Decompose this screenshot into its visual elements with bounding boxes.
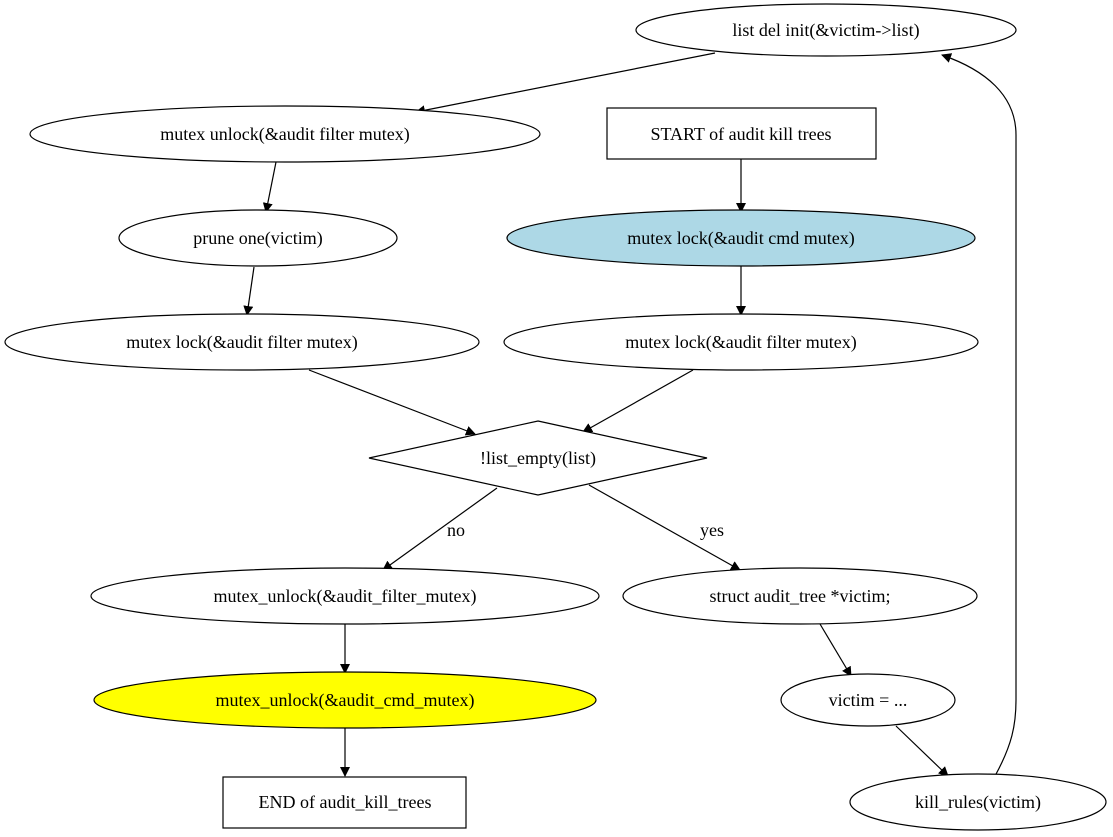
edge-lock-filter-right-to-cond — [582, 369, 694, 433]
node-mutex-lock-filter-left-label: mutex lock(&audit filter mutex) — [126, 332, 357, 353]
node-mutex-lock-cmd-label: mutex lock(&audit cmd mutex) — [627, 228, 854, 249]
node-kill-rules: kill_rules(victim) — [849, 773, 1107, 831]
node-start: START of audit kill trees — [606, 107, 877, 160]
edge-list-del-to-unlock-filter — [415, 52, 716, 116]
edge-label-no: no — [447, 520, 465, 540]
node-victim-assign-label: victim = ... — [829, 690, 908, 710]
node-kill-rules-label: kill_rules(victim) — [915, 792, 1041, 813]
edge-struct-victim-to-victim-assign — [819, 623, 852, 677]
node-mutex-unlock-filter-bottom-label: mutex_unlock(&audit_filter_mutex) — [214, 586, 477, 607]
node-mutex-unlock-cmd: mutex_unlock(&audit_cmd_mutex) — [93, 671, 597, 729]
node-condition-list-empty: !list_empty(list) — [368, 420, 708, 496]
node-struct-audit-tree-victim: struct audit_tree *victim; — [622, 567, 978, 625]
node-prune-one-label: prune one(victim) — [193, 228, 322, 249]
node-end: END of audit_kill_trees — [222, 776, 467, 829]
node-mutex-lock-filter-right-label: mutex lock(&audit filter mutex) — [625, 332, 856, 353]
node-mutex-lock-filter-right: mutex lock(&audit filter mutex) — [503, 313, 979, 371]
node-list-del-init-label: list del init(&victim->list) — [732, 20, 919, 41]
edge-kill-rules-to-list-del-loop — [941, 53, 1017, 777]
edge-prune-to-lock-filter-left — [243, 266, 255, 316]
edge-label-yes: yes — [700, 520, 724, 540]
node-condition-list-empty-label: !list_empty(list) — [480, 448, 596, 469]
node-mutex-lock-cmd: mutex lock(&audit cmd mutex) — [506, 209, 976, 267]
node-mutex-unlock-filter-top: mutex unlock(&audit filter mutex) — [29, 105, 541, 163]
edges: no yes — [243, 52, 1017, 777]
node-mutex-unlock-filter-top-label: mutex unlock(&audit filter mutex) — [160, 124, 409, 145]
node-victim-assign: victim = ... — [780, 673, 956, 727]
node-start-label: START of audit kill trees — [650, 124, 831, 144]
edge-cond-to-struct-victim-yes — [588, 484, 741, 571]
node-mutex-unlock-cmd-label: mutex_unlock(&audit_cmd_mutex) — [216, 690, 475, 711]
nodes: list del init(&victim->list) mutex unloc… — [4, 3, 1107, 831]
node-mutex-lock-filter-left: mutex lock(&audit filter mutex) — [4, 313, 480, 371]
node-struct-audit-tree-victim-label: struct audit_tree *victim; — [710, 586, 891, 606]
node-list-del-init: list del init(&victim->list) — [635, 3, 1017, 57]
node-prune-one: prune one(victim) — [118, 209, 398, 267]
edge-victim-assign-to-kill-rules — [895, 725, 949, 777]
edge-lock-filter-left-to-cond — [308, 369, 476, 436]
edge-cond-to-unlock-filter-no — [382, 487, 498, 571]
node-mutex-unlock-filter-bottom: mutex_unlock(&audit_filter_mutex) — [90, 567, 600, 625]
edge-unlock-filter-to-prune — [262, 161, 277, 213]
node-end-label: END of audit_kill_trees — [259, 792, 432, 812]
